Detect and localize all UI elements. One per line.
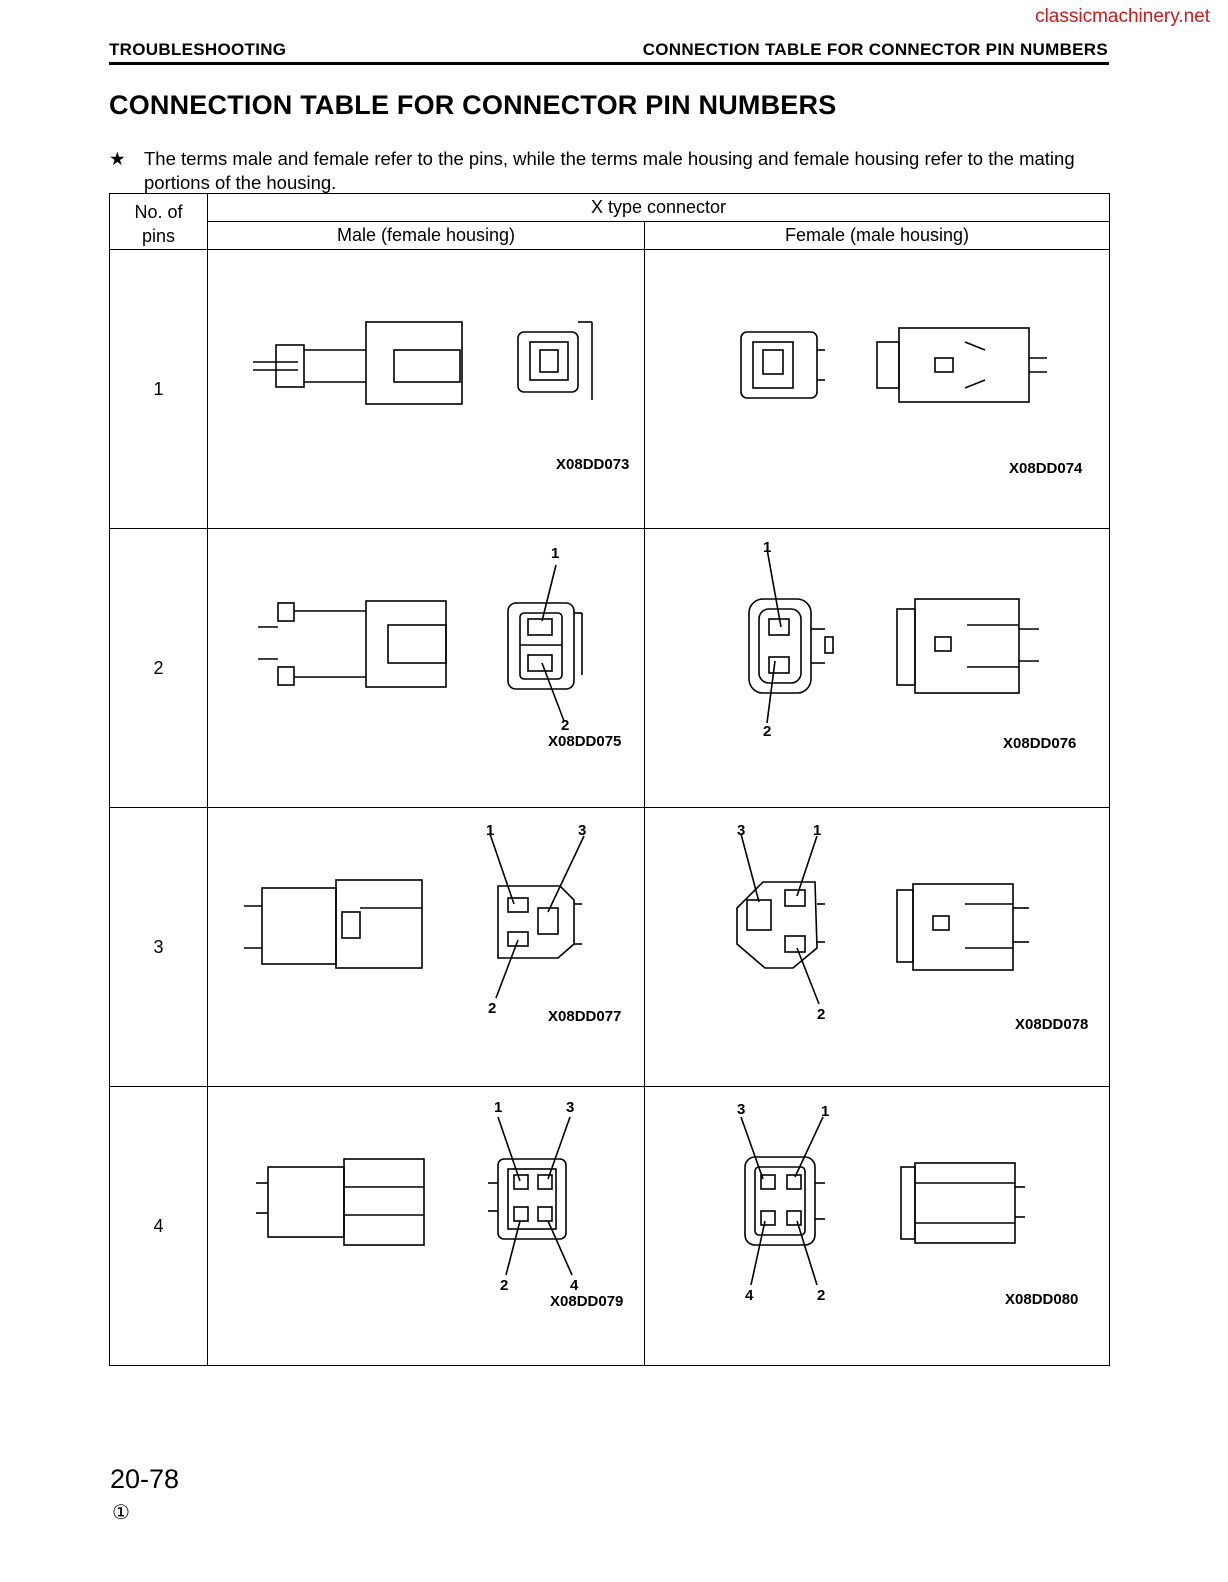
page-header-title: CONNECTION TABLE FOR CONNECTOR PIN NUMBE…: [642, 40, 1108, 59]
connection-table: No. of pins X type connector Male (femal…: [109, 193, 1110, 1366]
note: ★ The terms male and female refer to the…: [109, 147, 1109, 195]
figure-code: X08DD077: [548, 1008, 622, 1025]
table-row: 1 X08DD073: [109, 249, 1110, 529]
pin-label: 1: [486, 822, 495, 839]
pin-label: 2: [817, 1006, 826, 1023]
figure-code: X08DD080: [1005, 1291, 1079, 1308]
pins-column-header: No. of pins: [109, 193, 208, 250]
revision-mark: ①: [112, 1502, 130, 1524]
pin-label: 2: [817, 1287, 826, 1304]
watermark: classicmachinery.net: [1035, 6, 1210, 27]
pin-label: 2: [561, 717, 570, 734]
figure-code: X08DD074: [1009, 460, 1083, 477]
pin-label: 2: [763, 723, 772, 740]
star-icon: ★: [109, 148, 126, 169]
connector-drawing: [258, 564, 583, 722]
figure-code: X08DD079: [550, 1293, 624, 1310]
figure-code: X08DD076: [1003, 735, 1077, 752]
section-header: TROUBLESHOOTING: [109, 40, 287, 59]
pin-label: 1: [813, 822, 822, 839]
figure-code: X08DD073: [556, 456, 630, 473]
female-header: Female (male housing): [644, 221, 1110, 250]
female-figure-cell: 1 2 X08DD076: [644, 528, 1110, 808]
pin-count: 4: [109, 1086, 208, 1366]
male-header: Male (female housing): [207, 221, 645, 250]
figure-code: X08DD078: [1015, 1016, 1089, 1033]
female-figure-cell: 3 1 4 2 X08DD080: [644, 1086, 1110, 1366]
pin-count: 2: [109, 528, 208, 808]
note-text: The terms male and female refer to the p…: [144, 148, 1075, 193]
female-figure-cell: X08DD074: [644, 249, 1110, 529]
pin-label: 4: [570, 1277, 579, 1294]
pin-label: 3: [578, 822, 587, 839]
table-row: 2 1 2 X08DD075: [109, 528, 1110, 808]
connector-drawing: [253, 321, 593, 405]
pin-label: 3: [737, 822, 746, 839]
table-row: 3 1 3 2 X08DD077: [109, 807, 1110, 1087]
table-row: 4 1 3 2 4 X08DD079: [109, 1086, 1110, 1366]
male-figure-cell: 1 2 X08DD075: [207, 528, 645, 808]
connector-drawing: [748, 548, 1039, 724]
pin-label: 2: [488, 1000, 497, 1017]
connector-drawing: [740, 1116, 1025, 1286]
pin-label: 2: [500, 1277, 509, 1294]
pin-count: 1: [109, 249, 208, 529]
pin-label: 4: [745, 1287, 754, 1304]
pin-label: 1: [494, 1099, 503, 1116]
x-type-header: X type connector: [207, 193, 1110, 222]
pin-label: 1: [821, 1103, 830, 1120]
connector-drawing: [244, 833, 585, 999]
figure-code: X08DD075: [548, 733, 622, 750]
pin-label: 3: [737, 1101, 746, 1118]
header-rule: [109, 62, 1109, 65]
male-figure-cell: 1 3 2 X08DD077: [207, 807, 645, 1087]
connector-drawing: [736, 833, 1029, 1005]
pin-label: 1: [763, 539, 772, 556]
connector-drawing: [740, 327, 1047, 403]
pin-label: 3: [566, 1099, 575, 1116]
connector-drawing: [256, 1116, 573, 1276]
female-figure-cell: 3 1 2 X08DD078: [644, 807, 1110, 1087]
page-title: CONNECTION TABLE FOR CONNECTOR PIN NUMBE…: [109, 90, 837, 120]
male-figure-cell: X08DD073: [207, 249, 645, 529]
pin-count: 3: [109, 807, 208, 1087]
male-figure-cell: 1 3 2 4 X08DD079: [207, 1086, 645, 1366]
page-number: 20-78: [110, 1464, 180, 1494]
pin-label: 1: [551, 545, 560, 562]
